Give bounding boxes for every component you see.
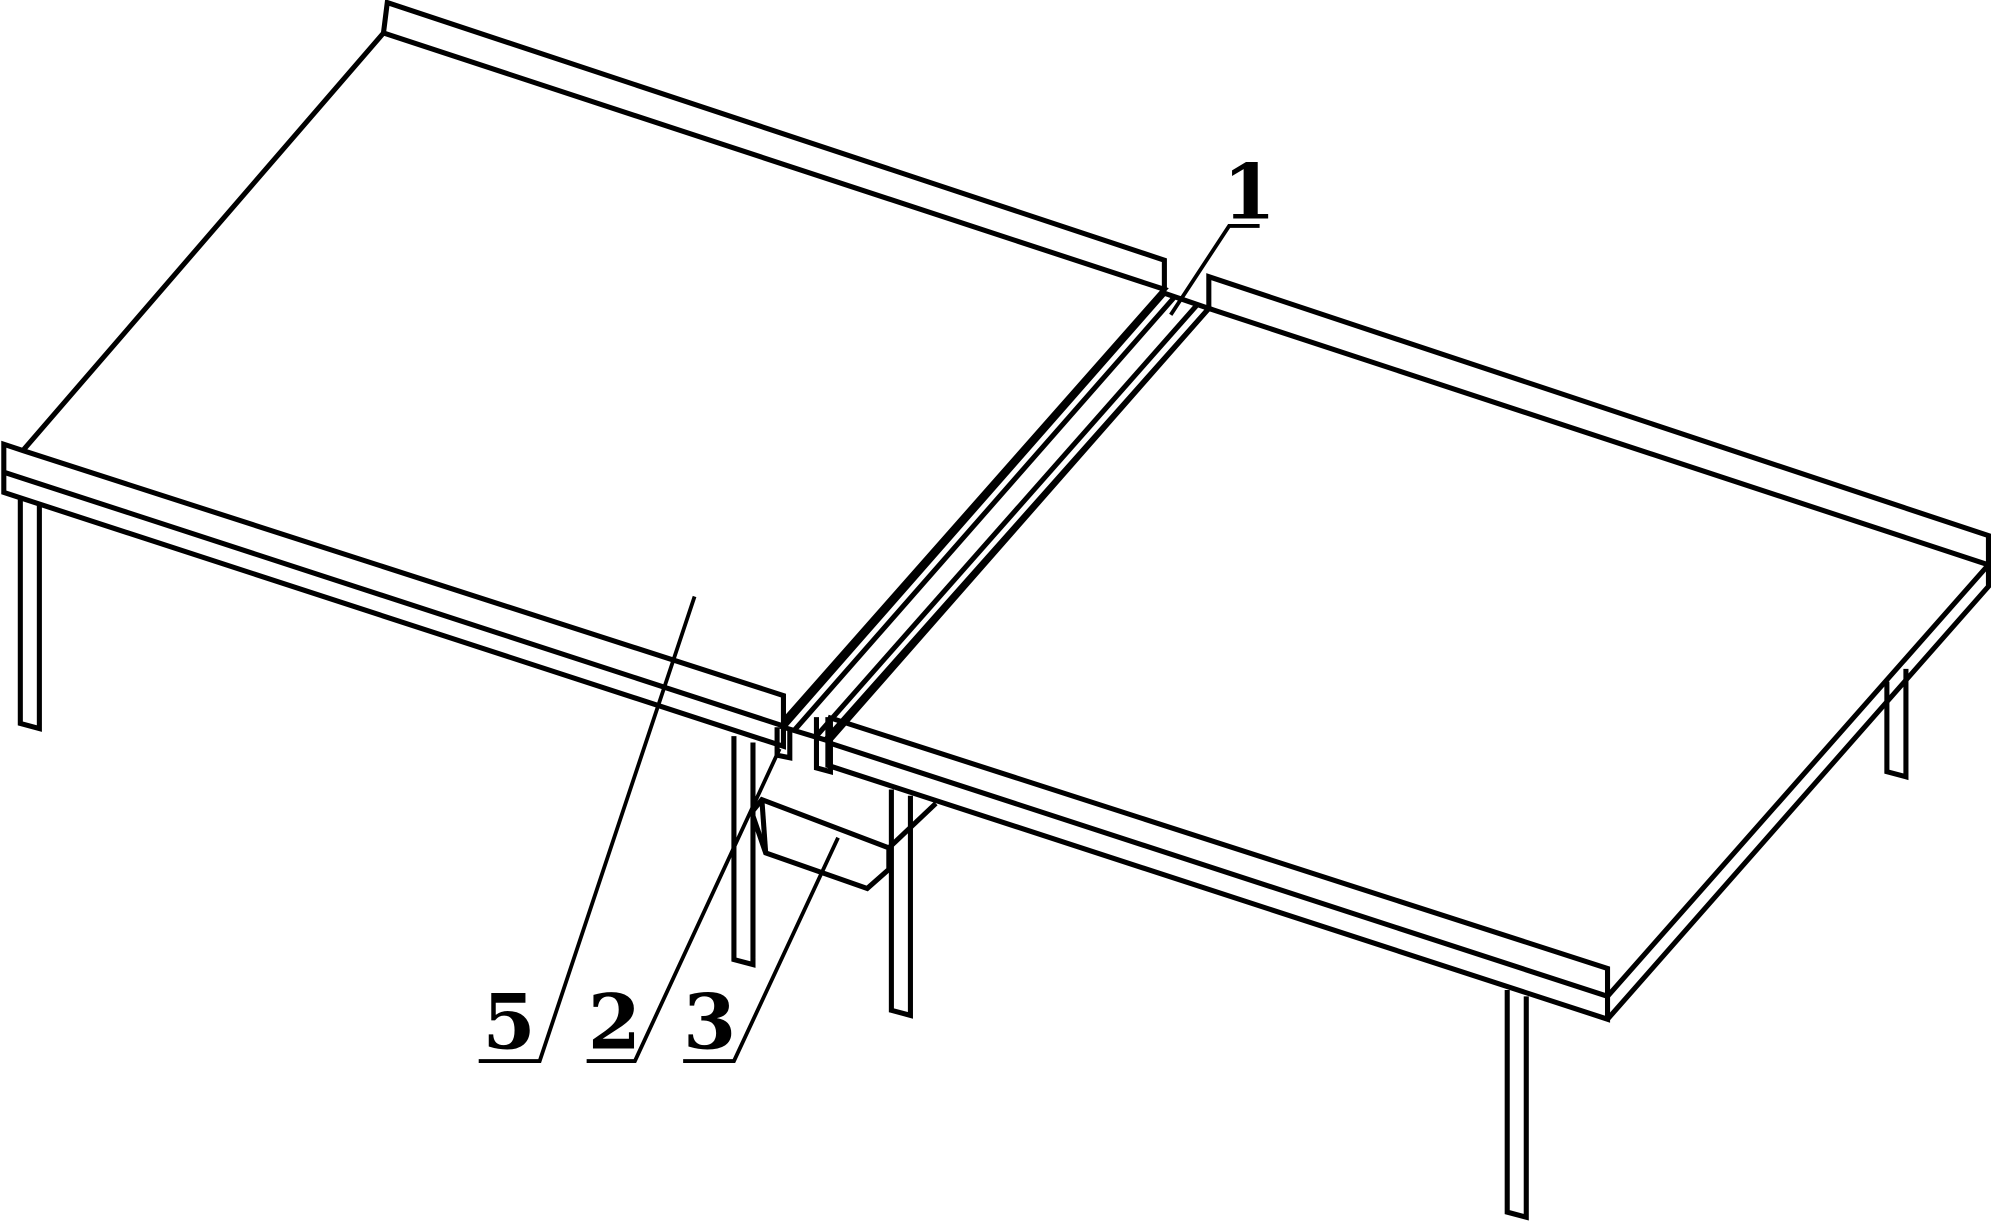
leader-line-5 (478, 595, 697, 1063)
left-front-apron (1, 440, 786, 750)
net (774, 290, 1214, 776)
leader-line-1 (1169, 224, 1260, 316)
ball-box-front (759, 799, 769, 854)
right-side-edge (1605, 564, 1991, 1021)
callouts: 1 5 2 3 (478, 146, 1276, 1066)
label-5: 5 (483, 976, 536, 1066)
right-back-leg (1884, 668, 1909, 781)
label-2: 2 (588, 976, 641, 1066)
right-table-half (825, 273, 1991, 1221)
right-back-rail (1206, 273, 1991, 565)
label-3: 3 (683, 976, 736, 1066)
left-front-leg (17, 498, 42, 732)
right-inner-leg (888, 789, 913, 1019)
right-front-leg (1504, 990, 1529, 1221)
right-front-apron (825, 714, 1611, 1023)
left-inner-leg (731, 736, 756, 968)
net-line-2 (813, 302, 1200, 740)
left-tabletop (20, 30, 1169, 723)
leader-line-3 (683, 836, 840, 1063)
leader-line-2 (586, 748, 782, 1063)
left-back-rail (380, 0, 1167, 290)
right-tabletop (825, 305, 1991, 999)
label-1: 1 (1223, 146, 1276, 236)
net-post-left (774, 727, 793, 761)
net-line-1 (791, 295, 1177, 733)
